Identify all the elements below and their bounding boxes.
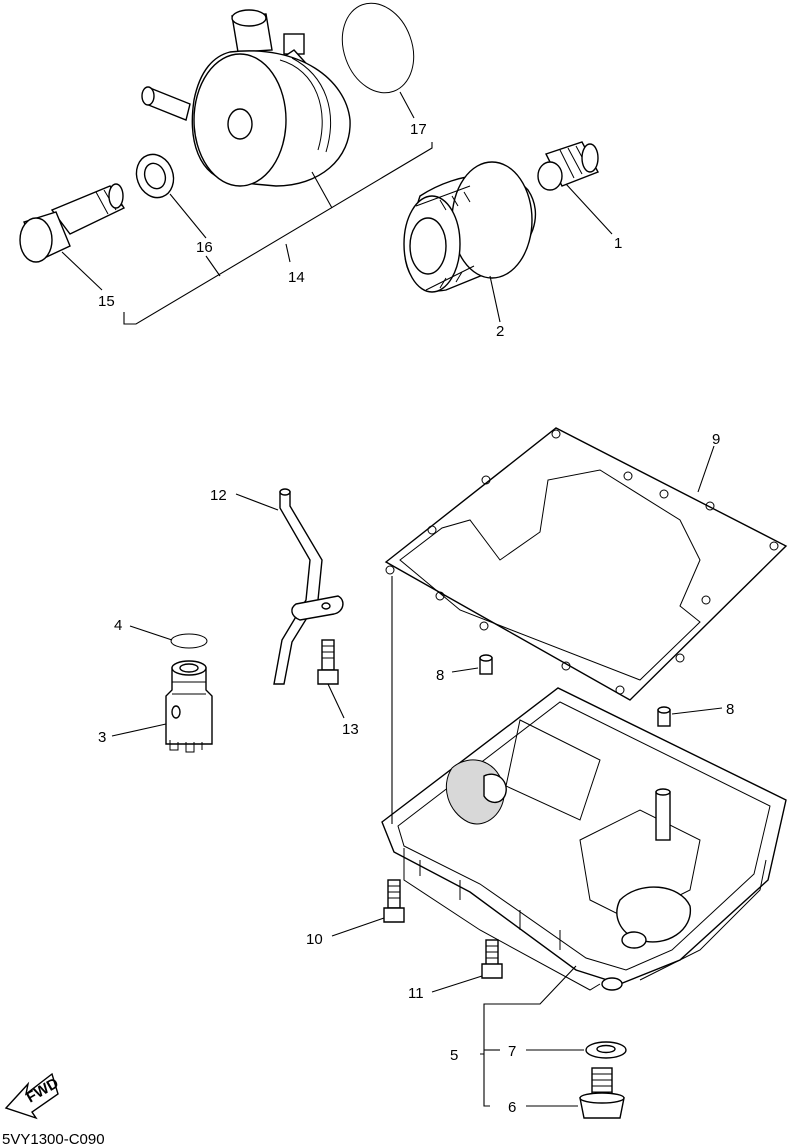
- bolt-13: [317, 639, 339, 685]
- dowel-pin-right: [657, 706, 671, 727]
- strainer-3: [165, 660, 213, 753]
- callout-10: 10: [306, 931, 323, 948]
- callout-5: 5: [450, 1047, 458, 1064]
- union-bolt-15: [19, 183, 126, 263]
- figure-code: 5VY1300-C090: [2, 1131, 105, 1147]
- callout-7: 7: [508, 1043, 516, 1060]
- callout-17: 17: [410, 121, 427, 138]
- drain-bolt-6: [579, 1067, 625, 1119]
- callout-16: 16: [196, 239, 213, 256]
- dowel-pin-left: [479, 654, 493, 675]
- gasket-bolt-holes: [385, 429, 779, 695]
- callout-11: 11: [408, 985, 424, 1002]
- fwd-arrow-icon: FWD: [4, 1072, 62, 1120]
- callout-3: 3: [98, 729, 106, 746]
- o-ring-4: [170, 633, 208, 649]
- oil-pan-5: [381, 687, 787, 991]
- callout-labels: 1 2 3 4 5 6 7 8 8 9 10 11 12 13 14 15 16…: [98, 121, 734, 1116]
- washer-16: [135, 153, 175, 199]
- gasket-7: [585, 1041, 627, 1059]
- callout-14: 14: [288, 269, 305, 286]
- o-ring-17: [341, 2, 415, 94]
- callout-13: 13: [342, 721, 359, 738]
- callout-8-left: 8: [436, 667, 444, 684]
- callout-12: 12: [210, 487, 227, 504]
- bolt-10: [383, 879, 405, 923]
- callout-1: 1: [614, 235, 622, 252]
- callout-9: 9: [712, 431, 720, 448]
- oil-pipe-12: [273, 488, 344, 685]
- oil-filter: [403, 161, 537, 293]
- callout-8-right: 8: [726, 701, 734, 718]
- leader-lines: [61, 91, 723, 1107]
- callout-2: 2: [496, 323, 504, 340]
- bolt-11: [481, 939, 503, 979]
- oil-cooler: [141, 9, 351, 187]
- callout-6: 6: [508, 1099, 516, 1116]
- callout-15: 15: [98, 293, 115, 310]
- callout-4: 4: [114, 617, 122, 634]
- plug-1: [537, 141, 599, 191]
- gasket-9: [384, 427, 788, 701]
